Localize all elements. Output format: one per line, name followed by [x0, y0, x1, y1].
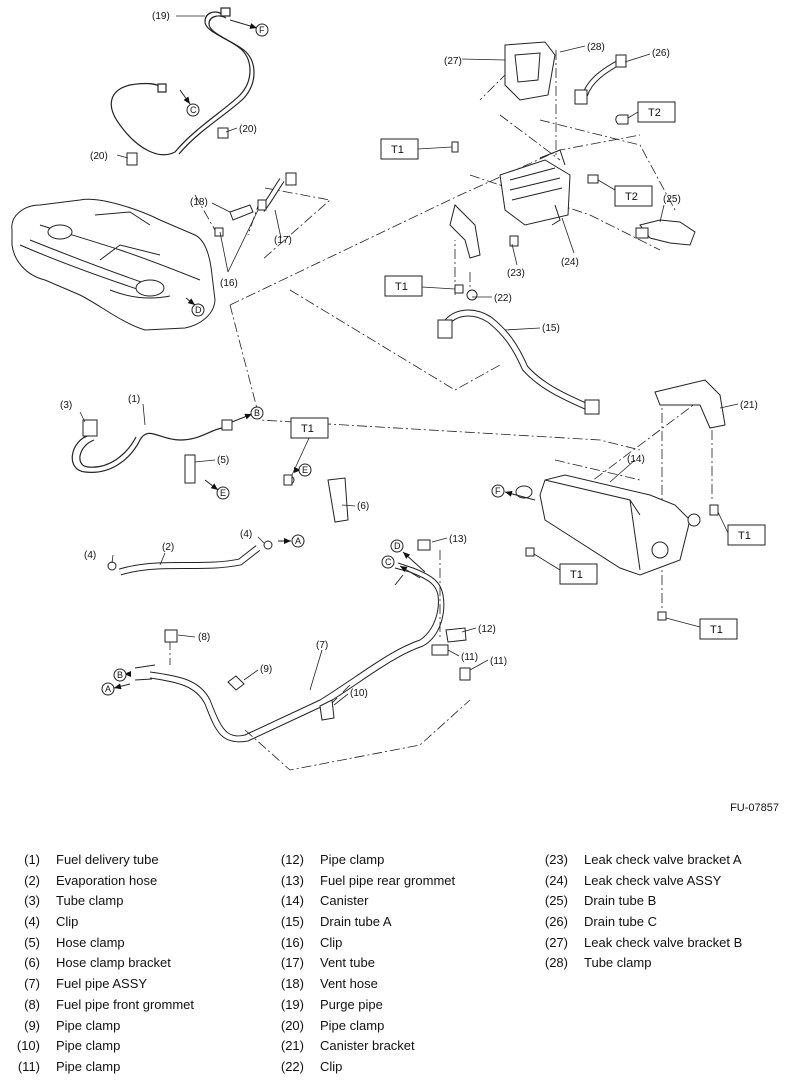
callout-23: (23): [507, 268, 525, 279]
callout-7: (7): [316, 640, 328, 651]
torque-tags: T1 T2 T2 T1 T1 T1 T1 T1: [290, 101, 766, 640]
svg-text:C: C: [385, 557, 392, 567]
hose-clamp-bracket: [285, 475, 349, 523]
svg-text:B: B: [117, 670, 123, 680]
svg-text:E: E: [220, 488, 226, 498]
drain-tube-b: [635, 219, 696, 246]
svg-text:D: D: [394, 541, 401, 551]
callout-15: (15): [542, 323, 560, 334]
svg-text:T1: T1: [301, 423, 314, 435]
torque-tag-t2-a: T2: [637, 101, 676, 123]
callout-12: (12): [478, 624, 496, 635]
callout-13: (13): [449, 534, 467, 545]
callout-4b: (4): [240, 529, 252, 540]
pipe-clamp-20: [126, 127, 229, 166]
callout-22: (22): [494, 293, 512, 304]
connector-letters: F C D B E E A B A D C F: [101, 23, 505, 696]
connector-f-top: F: [255, 23, 269, 37]
callout-4a: (4): [84, 550, 96, 561]
fuel-delivery-tube: [71, 419, 233, 484]
svg-text:E: E: [302, 465, 308, 475]
torque-tag-t1-a: T1: [380, 138, 419, 160]
connector-b-bottom: B: [113, 668, 127, 682]
callout-11b: (11): [490, 656, 507, 667]
connector-b-mid: B: [250, 406, 264, 420]
torque-tag-t1-b: T1: [384, 275, 423, 297]
svg-text:T1: T1: [570, 569, 583, 581]
svg-text:T2: T2: [648, 107, 661, 119]
svg-text:T1: T1: [710, 624, 723, 636]
drain-tube-c: [574, 54, 627, 105]
svg-text:A: A: [105, 684, 111, 694]
svg-text:D: D: [195, 305, 202, 315]
callout-25: (25): [663, 194, 681, 205]
fuel-pipe-assy: [134, 562, 445, 743]
callout-2: (2): [162, 542, 174, 553]
callout-5: (5): [217, 455, 229, 466]
canister: [515, 474, 701, 576]
svg-text:T1: T1: [391, 144, 404, 156]
torque-tag-t1-c: T1: [290, 417, 329, 439]
svg-text:T1: T1: [738, 530, 751, 542]
leak-check-valve-assembly: [449, 41, 571, 259]
svg-text:B: B: [254, 408, 260, 418]
connector-arrows: [113, 19, 536, 690]
callout-27: (27): [444, 56, 462, 67]
callout-28: (28): [587, 42, 605, 53]
callout-6: (6): [357, 501, 369, 512]
purge-pipe: [110, 7, 255, 156]
callout-11a: (11): [461, 652, 478, 663]
fasteners: [283, 114, 719, 621]
callout-20b: (20): [90, 151, 108, 162]
connector-e-bracket: E: [298, 463, 312, 477]
callout-8: (8): [198, 632, 210, 643]
callout-16: (16): [220, 278, 238, 289]
vent-hose-parts: [214, 172, 297, 237]
svg-text:T1: T1: [395, 281, 408, 293]
torque-tag-t1-e: T1: [559, 563, 598, 585]
torque-tag-t1-f: T1: [699, 618, 738, 640]
torque-tag-t2-b: T2: [614, 185, 653, 207]
fuel-tank: [11, 198, 216, 331]
callout-20a: (20): [239, 124, 257, 135]
canister-bracket: [654, 379, 726, 429]
svg-text:F: F: [259, 25, 265, 35]
evaporation-hose: [107, 540, 273, 576]
callout-3: (3): [60, 400, 72, 411]
connector-e-left: E: [216, 486, 230, 500]
connector-c-bottom: C: [381, 555, 395, 569]
drain-tube-a: [437, 309, 600, 415]
parts-legend: (1)Fuel delivery tube (2)Evaporation hos…: [16, 852, 743, 1074]
svg-text:A: A: [295, 536, 301, 546]
callout-labels: (1) (2) (3) (4) (4) (5) (6) (7) (8) (9) …: [60, 11, 758, 699]
callout-19: (19): [152, 11, 170, 22]
connector-c-top: C: [186, 103, 200, 117]
exploded-parts-diagram: (1) (2) (3) (4) (4) (5) (6) (7) (8) (9) …: [11, 7, 766, 771]
svg-text:T2: T2: [625, 191, 638, 203]
callout-1: (1): [128, 394, 140, 405]
connector-f-canister: F: [491, 484, 505, 498]
callout-21: (21): [740, 400, 758, 411]
pipe-clamps-and-grommets: [164, 539, 471, 721]
svg-text:C: C: [190, 105, 197, 115]
connector-d-tank: D: [191, 303, 205, 317]
callout-10: (10): [350, 688, 368, 699]
connector-d-bottom: D: [390, 539, 404, 553]
callout-17: (17): [274, 235, 292, 246]
connector-a-mid: A: [291, 534, 305, 548]
callout-26: (26): [652, 48, 670, 59]
callout-24: (24): [561, 257, 579, 268]
svg-text:F: F: [495, 486, 501, 496]
figure-id: FU-07857: [730, 802, 779, 814]
leader-lines: [79, 15, 739, 706]
callout-14: (14): [627, 454, 645, 465]
callout-18: (18): [190, 197, 208, 208]
torque-tag-t1-d: T1: [727, 524, 766, 546]
connector-a-bottom: A: [101, 682, 115, 696]
torque-tag-leaders: [291, 111, 729, 628]
callout-9: (9): [260, 664, 272, 675]
